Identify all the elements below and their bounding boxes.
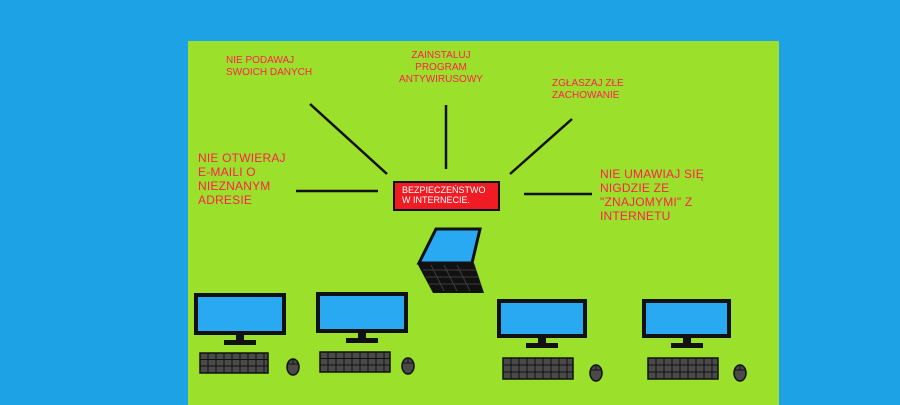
keyboard-icon [319,351,391,373]
mouse-icon [286,358,300,376]
keyboard-icon [647,357,719,380]
mouse-icon [401,357,415,375]
tip-meetings: NIE UMAWIAJ SIĘ NIGDZIE ZE "ZNAJOMYMI" Z… [600,167,704,224]
connector-line-report [509,118,573,175]
desktop-computer-icon [497,299,603,382]
tip-personal-data: NIE PODAWAJ SWOICH DANYCH [226,55,313,78]
keyboard-icon [199,352,269,374]
connector-lines [296,103,592,196]
tip-report-behaviour: ZGŁASZAJ ZŁE ZACHOWANIE [552,78,624,101]
keyboard-icon [502,357,574,380]
green-board: NIE PODAWAJ SWOICH DANYCH ZAINSTALUJ PRO… [188,41,779,405]
mouse-icon [733,364,747,382]
desktop-computer-icon [316,292,415,375]
laptop-icon [416,227,484,293]
center-label: BEZPIECZEŃSTWO W INTERNECIE. [393,181,500,211]
desktop-computer-icon [642,299,747,382]
tip-antivirus: ZAINSTALUJ PROGRAM ANTYWIRUSOWY [399,50,483,85]
tip-emails: NIE OTWIERAJ E-MAILI O NIEZNANYM ADRESIE [198,151,286,208]
mouse-icon [589,364,603,382]
connector-line-personal-data [309,103,388,175]
diagram-graphics [194,103,747,382]
desktop-computer-icon [194,293,300,376]
